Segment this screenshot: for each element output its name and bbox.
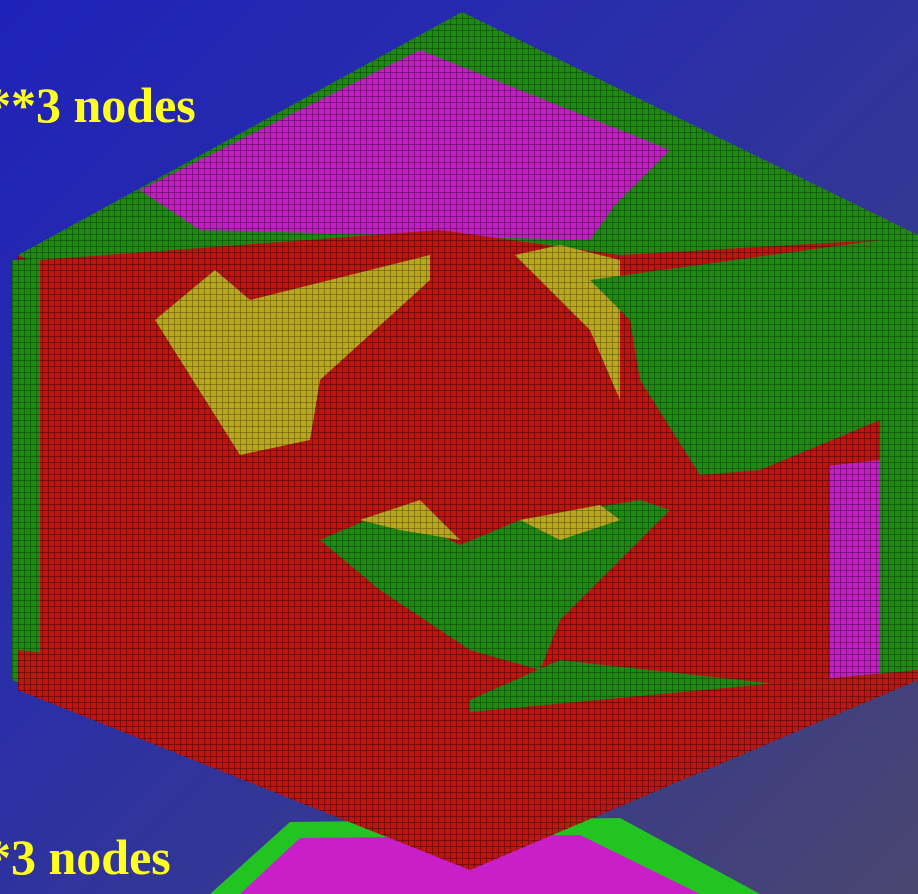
- bottom-node-count-label: *3 nodes: [0, 829, 171, 885]
- cube-lower-band: [18, 650, 918, 870]
- top-node-count-label: **3 nodes: [0, 77, 196, 133]
